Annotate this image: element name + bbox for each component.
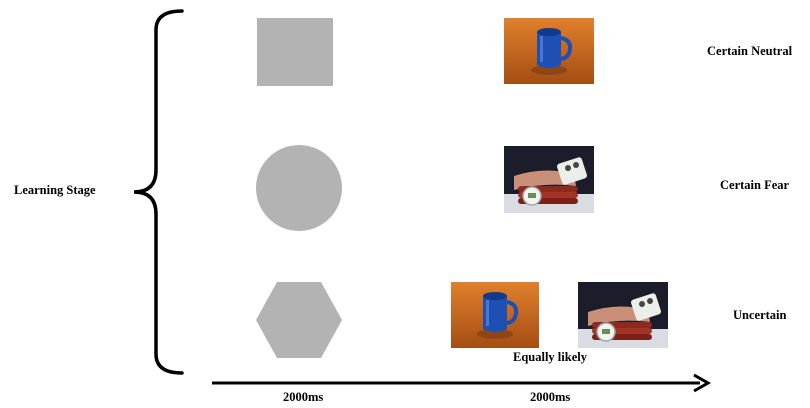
square-cue [257,18,333,86]
bomb-timer-photo [504,146,594,213]
hexagon-cue [256,282,342,358]
bomb-timer-photo [578,282,668,348]
condition-label-certain-neutral: Certain Neutral [707,44,793,58]
blue-mug-photo [504,18,594,84]
second-duration-label: 2000ms [530,390,571,404]
timeline-arrow-icon [212,373,712,393]
equally-likely-note: Equally likely [513,350,587,364]
circle-cue [256,145,342,231]
curly-brace-icon [133,9,184,375]
first-duration-label: 2000ms [283,390,324,404]
blue-mug-photo [451,282,539,348]
condition-label-uncertain: Uncertain [733,308,787,322]
learning-stage-label: Learning Stage [14,183,96,197]
condition-label-certain-fear: Certain Fear [720,178,790,192]
